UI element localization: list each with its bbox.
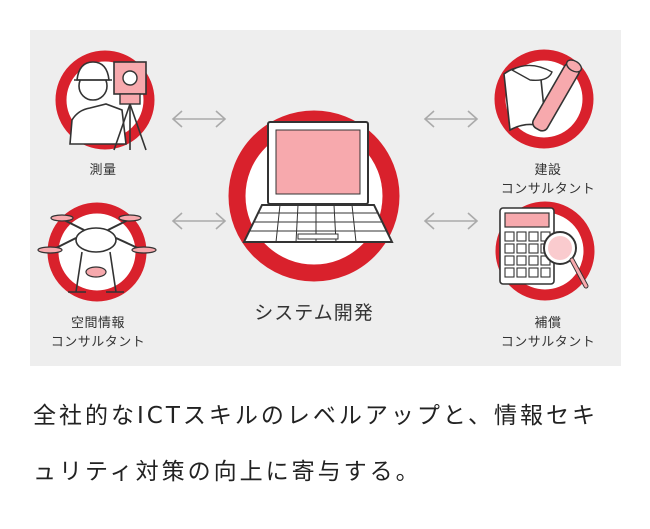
compensation-label: 補償 コンサルタント (488, 314, 608, 352)
spatial-label-line1: 空間情報 (70, 316, 125, 331)
caption-line-1: 全社的なICTスキルのレベルアップと、情報セキ (33, 403, 598, 429)
survey-label: 測量 (89, 163, 117, 178)
calculator-icon (495, 201, 595, 301)
compensation-label-line1: 補償 (534, 316, 562, 331)
caption-line-2: ュリティ対策の向上に寄与する。 (33, 459, 422, 485)
surveyor-icon (55, 50, 155, 151)
construction-label-line2: コンサルタント (500, 182, 596, 197)
construction-label-line1: 建設 (534, 163, 562, 178)
compensation-label-line2: コンサルタント (500, 335, 596, 350)
construction-label: 建設 コンサルタント (488, 161, 608, 199)
spatial-label: 空間情報 コンサルタント (38, 314, 158, 352)
double-arrow-icon (172, 212, 226, 230)
drone-icon (37, 202, 157, 302)
double-arrow-icon (172, 110, 226, 128)
center-label: システム開発 (254, 302, 374, 324)
double-arrow-icon (424, 110, 478, 128)
spatial-label-line2: コンサルタント (50, 335, 146, 350)
double-arrow-icon (424, 212, 478, 230)
drawings-icon (494, 49, 594, 149)
laptop-icon (242, 121, 394, 243)
